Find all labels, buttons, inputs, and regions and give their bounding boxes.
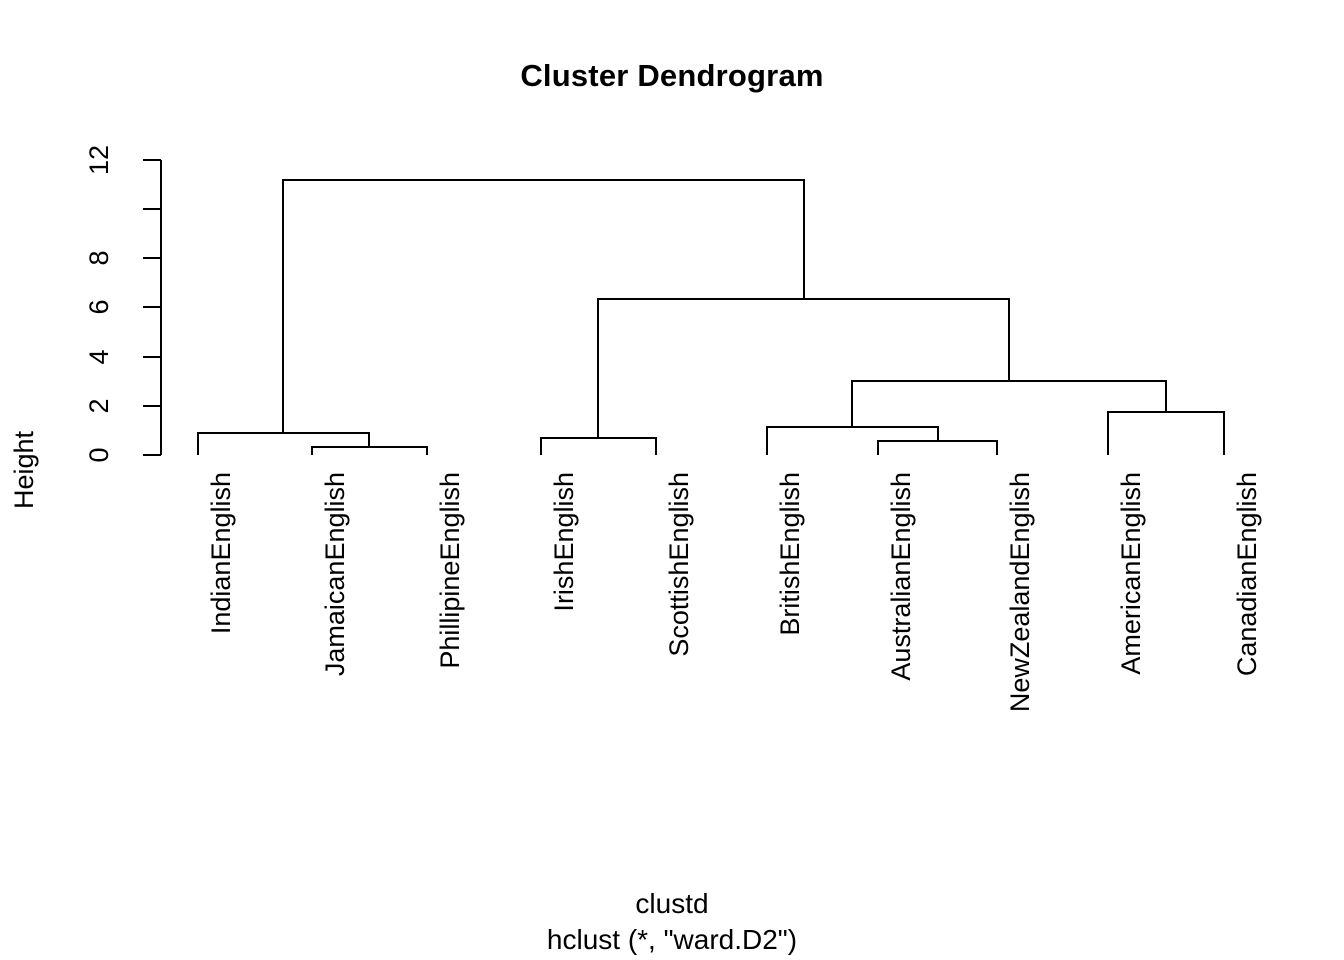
branch-m8-m3-with-m7 (596, 297, 1011, 438)
branch-m6-american-canadian (1106, 410, 1226, 455)
branch-m2-indian-with-m1 (196, 431, 371, 455)
caption-dataset-name: clustd (635, 888, 709, 919)
branch-m4-australian-newzealand (876, 439, 999, 455)
page-title: Cluster Dendrogram (520, 58, 824, 93)
branch-m3-irish-scottish (539, 436, 658, 455)
y-axis-group (143, 158, 163, 457)
branch-m7-m5-with-m6 (850, 379, 1168, 427)
caption-method: hclust (*, "ward.D2") (546, 924, 798, 955)
branch-m9-root (281, 178, 806, 433)
branch-m1-jamaican-phillipine (310, 445, 429, 455)
dendrogram-branches (196, 178, 1226, 455)
